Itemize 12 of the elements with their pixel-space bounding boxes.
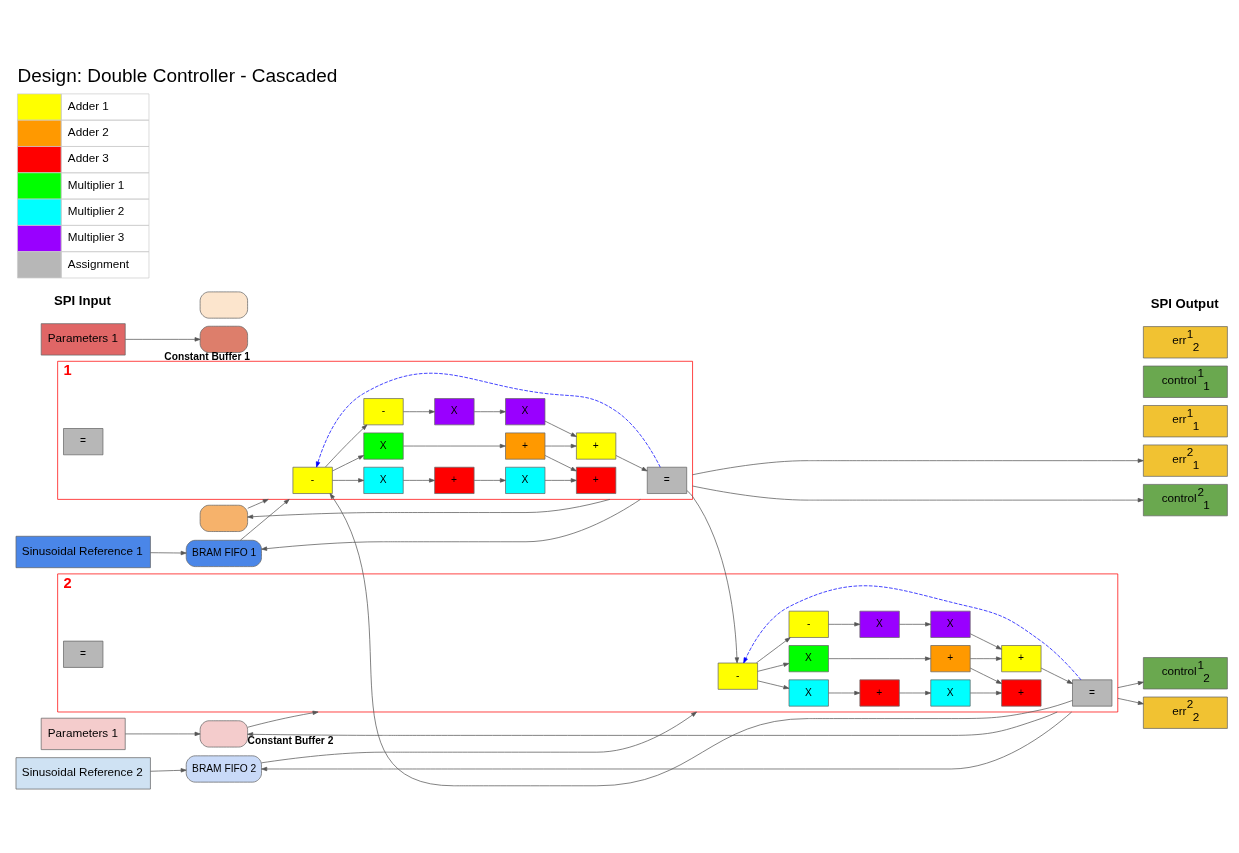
diagram-title: Design: Double Controller - Cascaded [17, 65, 338, 87]
legend-label: Assignment [67, 256, 129, 270]
legend-label: Adder 2 [67, 125, 109, 139]
legend-label: Adder 1 [67, 98, 109, 112]
legend-label: Adder 3 [67, 151, 109, 165]
legend-label: Multiplier 3 [67, 230, 125, 244]
label: SPI Output [1150, 295, 1219, 311]
node-label: Constant Buffer 2 [247, 734, 334, 746]
legend-label: Multiplier 2 [67, 204, 125, 218]
node-label: Constant Buffer 1 [164, 350, 251, 362]
label: SPI Input [53, 292, 111, 308]
legend-label: Multiplier 1 [67, 177, 125, 191]
